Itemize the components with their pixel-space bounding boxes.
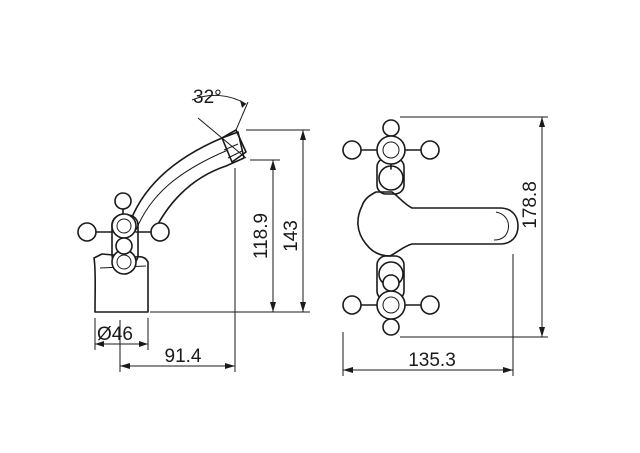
- wall-width-dimension: 135.3: [342, 254, 514, 376]
- spout-reach-label: 91.4: [165, 346, 202, 367]
- wall-mixer-body: [357, 191, 519, 257]
- overall-height-label: 143: [281, 220, 302, 252]
- outlet-height-dimension: 118.9: [150, 159, 310, 313]
- angle-dimension: 32°: [191, 87, 249, 159]
- wall-height-dimension: 178.8: [400, 116, 548, 338]
- base-diameter-dimension: Ø46: [94, 318, 149, 350]
- wall-width-label: 135.3: [408, 350, 456, 371]
- overall-height-dimension: 143: [246, 129, 310, 312]
- top-cross-handle: [342, 119, 440, 170]
- spout-reach-dimension: 91.4: [119, 168, 236, 372]
- mixer-spout: [127, 131, 245, 237]
- wall-height-label: 178.8: [520, 181, 541, 229]
- wall-mixer-front-view: 178.8 135.3: [342, 116, 548, 376]
- basin-mixer-side-view: 32° 118.9 143 Ø46: [77, 87, 310, 372]
- base-diameter-label: Ø46: [97, 324, 133, 345]
- bottom-cross-handle: [342, 274, 440, 336]
- angle-label: 32°: [193, 87, 222, 108]
- outlet-height-label: 118.9: [251, 213, 272, 259]
